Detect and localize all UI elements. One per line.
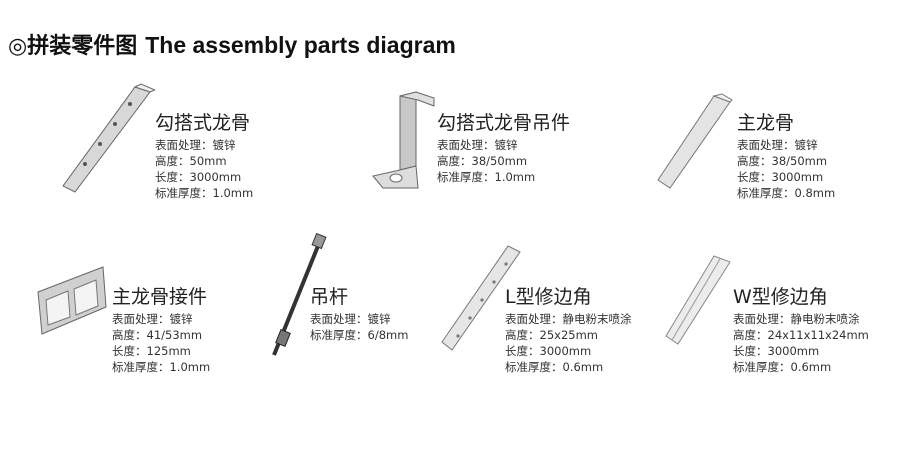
spec-surface: 表面处理：镀锌	[155, 138, 236, 152]
spec-thickness: 标准厚度：6/8mm	[310, 328, 409, 342]
spec-surface: 表面处理：静电粉末喷涂	[505, 312, 632, 326]
spec-length: 长度：3000mm	[505, 344, 592, 358]
spec-height: 高度：38/50mm	[437, 154, 528, 168]
spec-thickness: 标准厚度：0.6mm	[505, 360, 604, 374]
spec-height: 高度：41/53mm	[112, 328, 203, 342]
spec-thickness: 标准厚度：1.0mm	[155, 186, 254, 200]
main-keel-connector-image	[37, 266, 107, 335]
part-title: 主龙骨	[737, 112, 795, 134]
spec-height: 高度：25x25mm	[505, 328, 598, 342]
spec-thickness: 标准厚度：0.8mm	[737, 186, 836, 200]
spec-thickness: 标准厚度：0.6mm	[733, 360, 832, 374]
part-title: 主龙骨接件	[112, 286, 208, 308]
spec-surface: 表面处理：镀锌	[437, 138, 518, 152]
hanger-rod-image	[272, 233, 327, 356]
hook-hanger-image	[372, 91, 435, 189]
part-hook-keel: 勾搭式龙骨 表面处理：镀锌 高度：50mm 长度：3000mm 标准厚度：1.0…	[155, 111, 253, 201]
w-trim-image	[665, 255, 731, 345]
page-title: ◎拼装零件图 The assembly parts diagram	[8, 28, 456, 60]
part-l-trim: L型修边角 表面处理：静电粉末喷涂 高度：25x25mm 长度：3000mm 标…	[505, 285, 632, 375]
part-title: W型修边角	[733, 286, 828, 308]
spec-length: 长度：3000mm	[155, 170, 242, 184]
spec-length: 长度：3000mm	[733, 344, 820, 358]
part-title: 吊杆	[310, 286, 349, 308]
part-title: 勾搭式龙骨吊件	[437, 112, 571, 134]
spec-height: 高度：38/50mm	[737, 154, 828, 168]
spec-thickness: 标准厚度：1.0mm	[437, 170, 536, 184]
l-trim-image	[441, 245, 521, 351]
spec-surface: 表面处理：镀锌	[112, 312, 193, 326]
spec-length: 长度：3000mm	[737, 170, 824, 184]
part-title: 勾搭式龙骨	[155, 112, 251, 134]
hook-keel-image	[62, 83, 155, 193]
part-main-keel-connector: 主龙骨接件 表面处理：镀锌 高度：41/53mm 长度：125mm 标准厚度：1…	[112, 285, 210, 375]
spec-height: 高度：24x11x11x24mm	[733, 328, 869, 342]
part-hook-hanger: 勾搭式龙骨吊件 表面处理：镀锌 高度：38/50mm 标准厚度：1.0mm	[437, 111, 570, 185]
spec-length: 长度：125mm	[112, 344, 191, 358]
spec-surface: 表面处理：镀锌	[310, 312, 391, 326]
title-cn: 拼装零件图	[27, 34, 138, 59]
spec-surface: 表面处理：静电粉末喷涂	[733, 312, 860, 326]
spec-surface: 表面处理：镀锌	[737, 138, 818, 152]
spec-thickness: 标准厚度：1.0mm	[112, 360, 211, 374]
part-w-trim: W型修边角 表面处理：静电粉末喷涂 高度：24x11x11x24mm 长度：30…	[733, 285, 869, 375]
title-en: The assembly parts diagram	[145, 32, 456, 58]
part-title: L型修边角	[505, 286, 592, 308]
main-keel-image	[657, 93, 733, 189]
part-main-keel: 主龙骨 表面处理：镀锌 高度：38/50mm 长度：3000mm 标准厚度：0.…	[737, 111, 835, 201]
spec-height: 高度：50mm	[155, 154, 227, 168]
part-hanger-rod: 吊杆 表面处理：镀锌 标准厚度：6/8mm	[310, 285, 408, 343]
double-circle-icon: ◎	[8, 34, 28, 59]
